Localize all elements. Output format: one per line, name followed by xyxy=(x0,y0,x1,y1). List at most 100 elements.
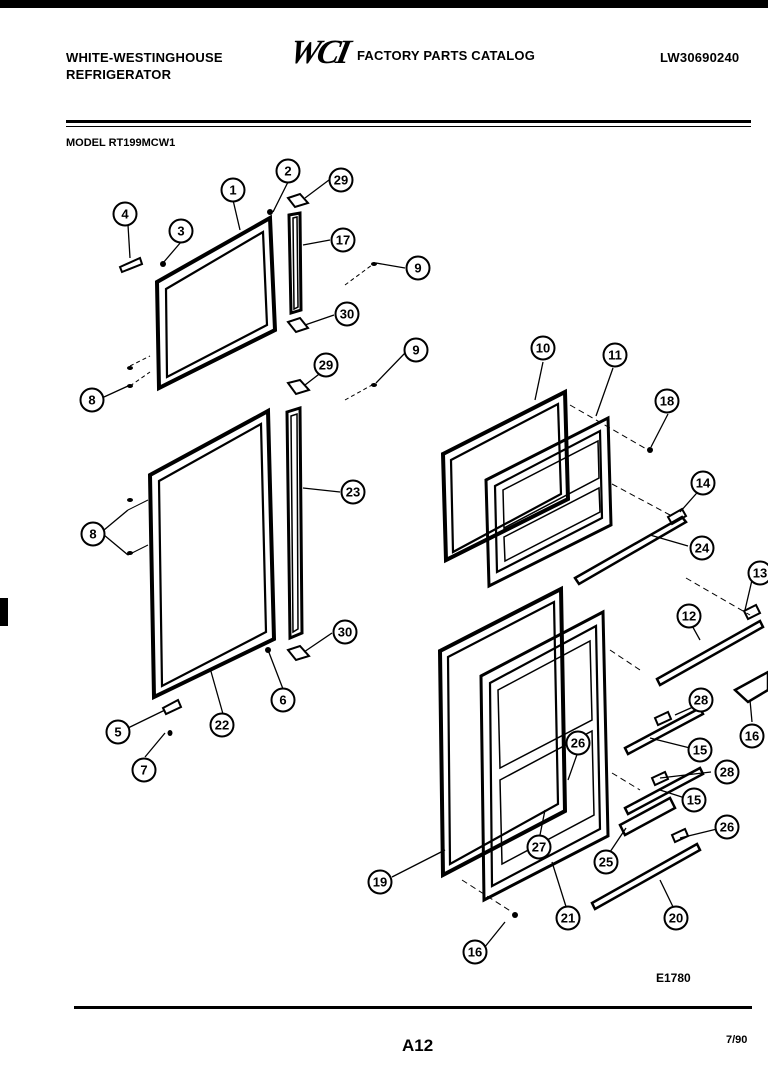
callout-circle xyxy=(593,849,619,875)
callout-8: 8 xyxy=(80,521,106,547)
callout-number: 5 xyxy=(114,725,121,740)
callout-number: 9 xyxy=(412,343,419,358)
callout-number: 26 xyxy=(571,736,585,751)
callout-4: 4 xyxy=(112,201,138,227)
callout-circle xyxy=(367,869,393,895)
callout-30: 30 xyxy=(332,619,358,645)
callout-23: 23 xyxy=(340,479,366,505)
callout-number: 16 xyxy=(468,945,482,960)
callout-number: 1 xyxy=(229,183,236,198)
header-rule-thick xyxy=(66,120,751,123)
callout-circle xyxy=(340,479,366,505)
callout-5: 5 xyxy=(105,719,131,745)
freezer-door-liner xyxy=(484,415,613,589)
callout-2: 2 xyxy=(275,158,301,184)
revision-date: 7/90 xyxy=(726,1034,748,1046)
callout-8: 8 xyxy=(79,387,105,413)
catalog-number: LW30690240 xyxy=(660,50,740,65)
callout-circle xyxy=(313,352,339,378)
callout-27: 27 xyxy=(526,834,552,860)
header-rule-thin xyxy=(66,126,751,127)
callout-number: 10 xyxy=(536,341,550,356)
callout-circle xyxy=(79,387,105,413)
top-border xyxy=(0,0,768,8)
callout-circle xyxy=(687,737,713,763)
callout-26: 26 xyxy=(565,730,591,756)
callout-number: 29 xyxy=(319,358,333,373)
callout-7: 7 xyxy=(131,757,157,783)
callout-29: 29 xyxy=(328,167,354,193)
callout-number: 6 xyxy=(279,693,286,708)
brand-name: WHITE-WESTINGHOUSE xyxy=(66,50,223,65)
callout-9: 9 xyxy=(405,255,431,281)
callout-1: 1 xyxy=(220,177,246,203)
callout-9: 9 xyxy=(403,337,429,363)
binding-mark xyxy=(0,598,8,626)
callout-29: 29 xyxy=(313,352,339,378)
callout-number: 8 xyxy=(88,393,95,408)
callout-leaders xyxy=(103,179,753,949)
callout-number: 9 xyxy=(414,261,421,276)
fresh-food-door-trim xyxy=(285,378,311,662)
leader-lines xyxy=(127,264,751,913)
callout-12: 12 xyxy=(676,603,702,629)
callout-28: 28 xyxy=(688,687,714,713)
callout-number: 17 xyxy=(336,233,350,248)
small-clips xyxy=(118,256,762,844)
callout-30: 30 xyxy=(334,301,360,327)
callout-circle xyxy=(747,560,768,586)
callout-circle xyxy=(220,177,246,203)
callout-circle xyxy=(565,730,591,756)
callout-number: 18 xyxy=(660,394,674,409)
freezer-door-gasket xyxy=(154,214,278,392)
callout-circle xyxy=(105,719,131,745)
callout-17: 17 xyxy=(330,227,356,253)
callout-number: 30 xyxy=(338,625,352,640)
callout-number: 27 xyxy=(532,840,546,855)
callout-circle xyxy=(714,759,740,785)
callout-3: 3 xyxy=(168,218,194,244)
callout-circle xyxy=(602,342,628,368)
callout-19: 19 xyxy=(367,869,393,895)
callout-22: 22 xyxy=(209,712,235,738)
callout-number: 13 xyxy=(753,566,767,581)
callout-number: 2 xyxy=(284,164,291,179)
callout-number: 28 xyxy=(694,693,708,708)
callout-number: 25 xyxy=(599,855,613,870)
product-type: REFRIGERATOR xyxy=(66,67,172,82)
callout-number: 21 xyxy=(561,911,575,926)
callout-26: 26 xyxy=(714,814,740,840)
callout-number: 19 xyxy=(373,875,387,890)
fresh-food-liner-gasket xyxy=(437,585,568,879)
callout-circle xyxy=(275,158,301,184)
callout-18: 18 xyxy=(654,388,680,414)
callout-circle xyxy=(168,218,194,244)
callout-circle xyxy=(530,335,556,361)
callout-circle xyxy=(689,535,715,561)
callout-circle xyxy=(112,201,138,227)
callout-number: 23 xyxy=(346,485,360,500)
callout-21: 21 xyxy=(555,905,581,931)
model-number: MODEL RT199MCW1 xyxy=(66,137,176,149)
callout-circle xyxy=(676,603,702,629)
callout-number: 7 xyxy=(140,763,147,778)
footer-rule xyxy=(74,1006,752,1009)
figure-code: E1780 xyxy=(656,971,691,985)
callout-number: 15 xyxy=(693,743,707,758)
callout-circle xyxy=(403,337,429,363)
callout-circle xyxy=(681,787,707,813)
callout-10: 10 xyxy=(530,335,556,361)
catalog-title: FACTORY PARTS CATALOG xyxy=(357,48,536,63)
callout-circle xyxy=(330,227,356,253)
callout-circle xyxy=(131,757,157,783)
callout-25: 25 xyxy=(593,849,619,875)
callout-number: 15 xyxy=(687,793,701,808)
callout-circle xyxy=(663,905,689,931)
callout-circle xyxy=(405,255,431,281)
page-number: A12 xyxy=(402,1036,434,1055)
callout-6: 6 xyxy=(270,687,296,713)
small-fasteners xyxy=(127,209,653,918)
callout-number: 28 xyxy=(720,765,734,780)
callout-circle xyxy=(332,619,358,645)
